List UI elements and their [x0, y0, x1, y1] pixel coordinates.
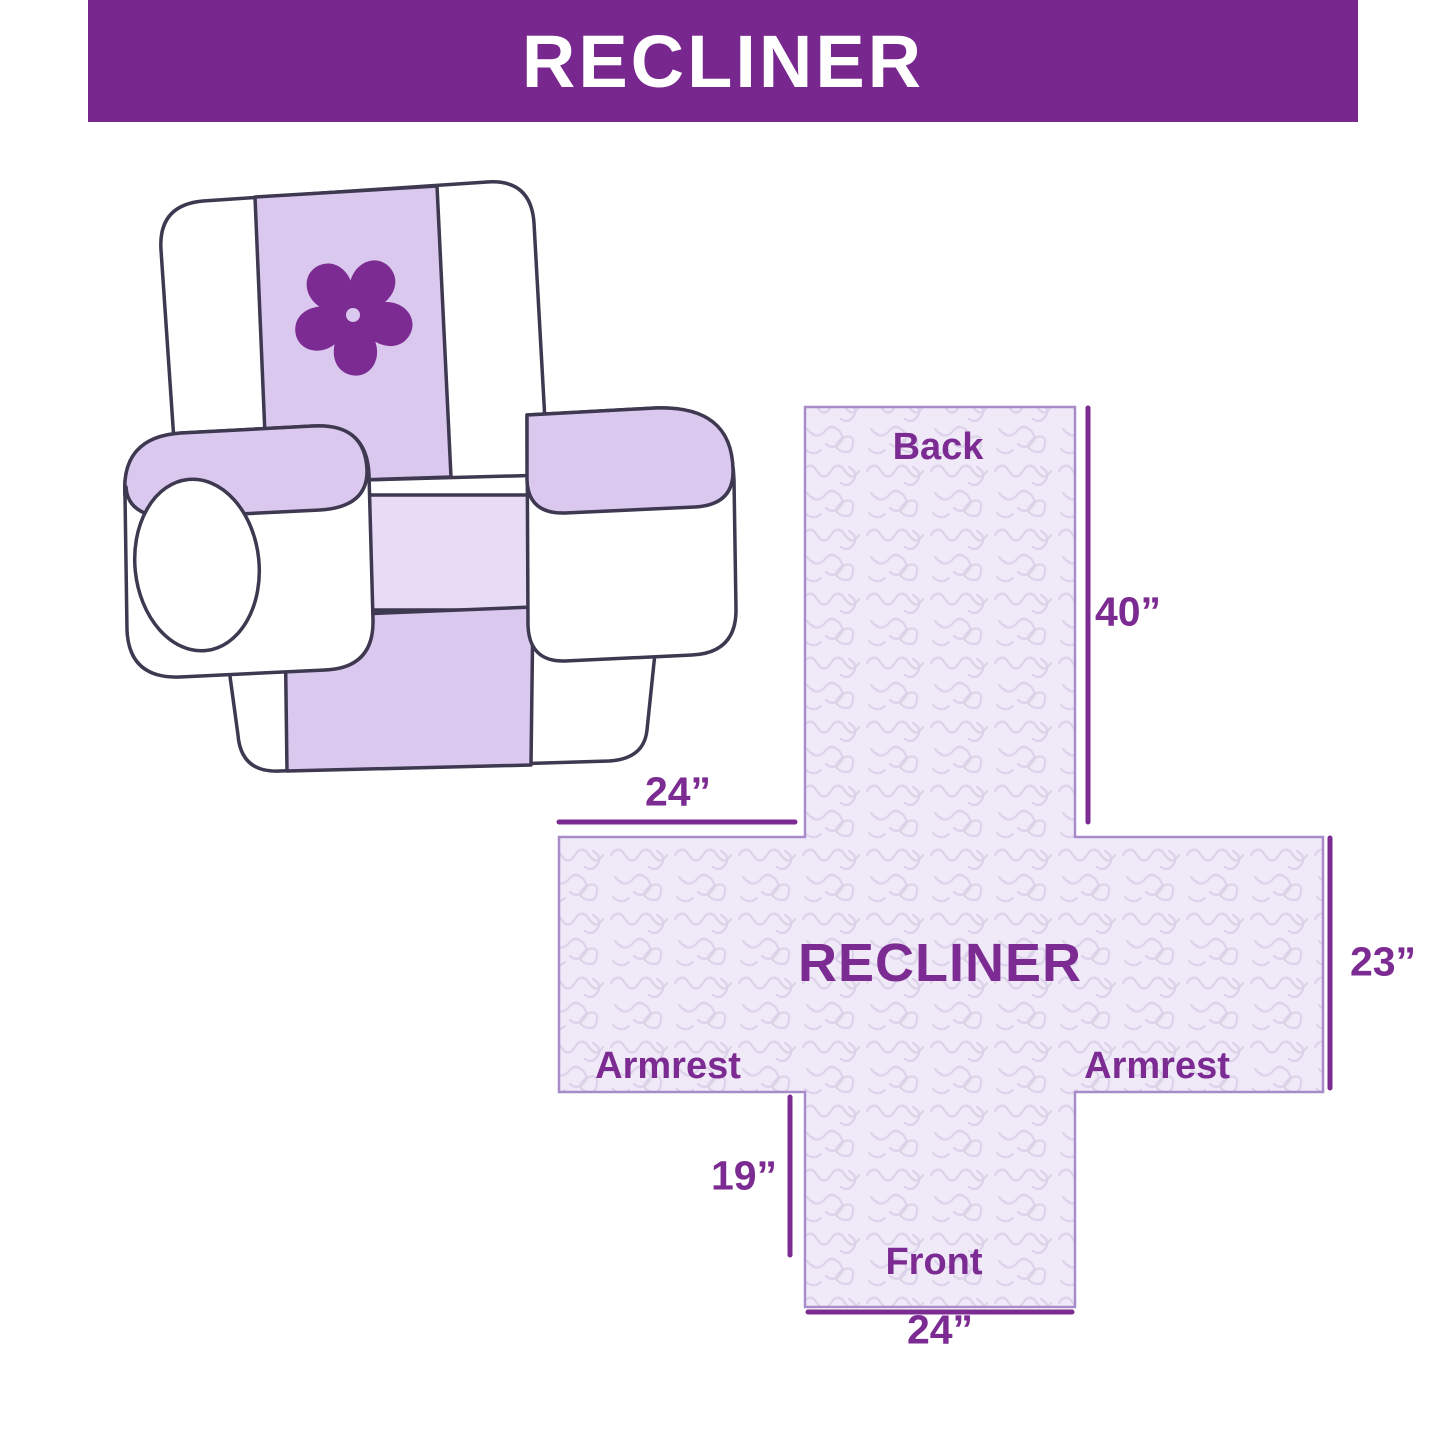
- chair-left-arm-roll: [132, 477, 262, 653]
- dim-armrest-top: 24”: [644, 768, 712, 815]
- dim-front-width: 24”: [906, 1306, 974, 1353]
- header-banner: RECLINER: [88, 0, 1358, 122]
- recliner-chair-illustration: [123, 180, 738, 773]
- cross-shape-texture: [557, 405, 1325, 1309]
- back-label: Back: [892, 426, 984, 468]
- dim-front-height: 19”: [710, 1152, 778, 1199]
- front-label: Front: [885, 1241, 983, 1283]
- cover-right-armrest-pad: [525, 406, 735, 515]
- page-title: RECLINER: [521, 19, 925, 103]
- dim-back-height: 40”: [1094, 588, 1162, 635]
- cover-cross-diagram: [556, 405, 1333, 1315]
- dim-side-width: 23”: [1349, 938, 1417, 985]
- armrest-left-label: Armrest: [595, 1045, 741, 1087]
- cover-center-label: RECLINER: [797, 933, 1083, 993]
- pinwheel-logo-icon: [295, 260, 413, 376]
- armrest-right-label: Armrest: [1084, 1045, 1230, 1087]
